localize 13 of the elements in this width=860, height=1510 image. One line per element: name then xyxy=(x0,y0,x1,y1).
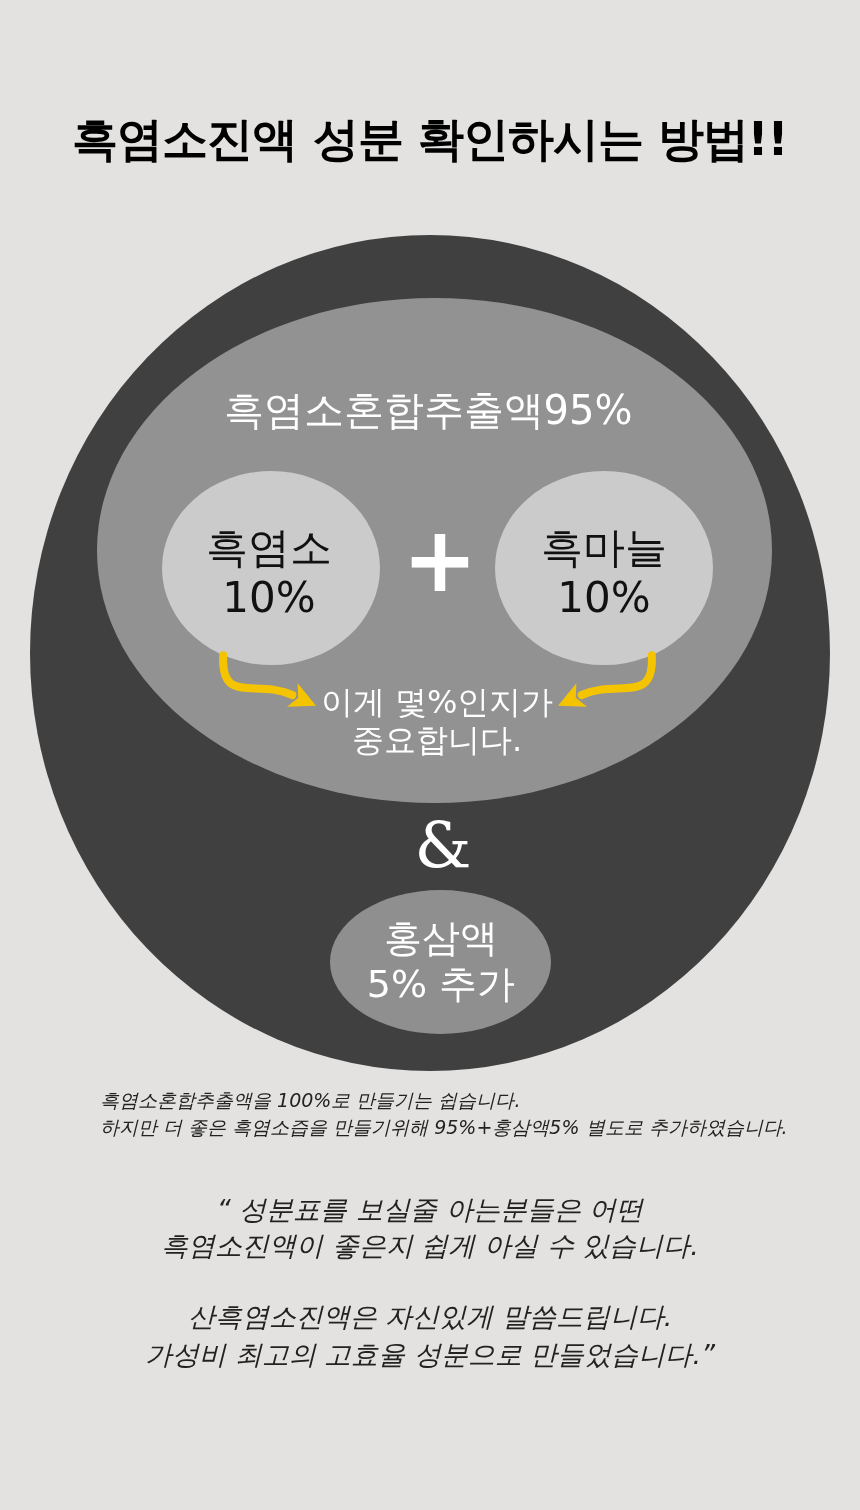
quote-text: “ 성분표를 보실줄 아는분들은 어떤 흑염소진액이 좋은지 쉽게 아실 수 있습니다. xyxy=(160,1192,700,1263)
plus-sign: + xyxy=(402,506,478,614)
heading-text: 흑염소혼합추출액95% xyxy=(223,386,633,434)
footnote-text: 흑염소혼합추출액을 100%로 만들기는 쉽습니다. xyxy=(100,1088,521,1114)
title: 흑염소진액 성분 확인하시는 방법!! xyxy=(72,111,788,168)
quote-text: 가성비 최고의 고효율 성분으로 만들었습니다.” xyxy=(145,1337,715,1372)
addition-text: 홍삼액 5% 추가 xyxy=(366,916,516,1008)
ingredient-text: 흑마늘 10% xyxy=(540,522,668,624)
ampersand-text: & xyxy=(414,807,472,885)
emphasis-text: 이게 몇%인지가 중요합니다. xyxy=(320,682,554,760)
footnote-text: 하지만 더 좋은 흑염소즙을 만들기위해 95%+홍삼액5% 별도로 추가하였습니다. xyxy=(100,1115,788,1141)
quote-text: 산흑염소진액은 자신있게 말씀드립니다. xyxy=(187,1299,673,1334)
ingredient-text: 흑염소 10% xyxy=(205,522,333,624)
